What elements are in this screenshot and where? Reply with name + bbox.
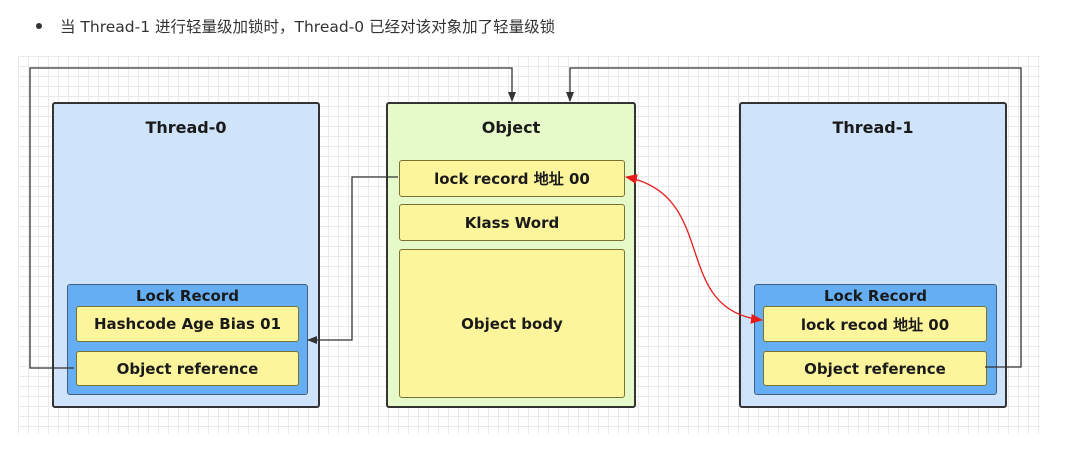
object-box: Object lock record 地址 00 Klass Word Obje… [386, 102, 636, 408]
mark-word-cell: lock record 地址 00 [399, 160, 625, 197]
thread-1-lock-record-title: Lock Record [823, 287, 927, 305]
thread-1-lock-record: Lock Record lock recod 地址 00 Object refe… [754, 284, 997, 395]
thread-1-object-reference-field: Object reference [763, 351, 987, 386]
thread-1-title: Thread-1 [832, 118, 914, 137]
klass-word-cell: Klass Word [399, 204, 625, 241]
cas-arrow [625, 174, 763, 324]
thread-0-lock-record-title: Lock Record [135, 287, 239, 305]
caption: 当 Thread-1 进行轻量级加锁时，Thread-0 已经对该对象加了轻量级… [36, 12, 555, 40]
object-body-cell: Object body [399, 249, 625, 398]
thread-0-title: Thread-0 [145, 118, 227, 137]
thread-0-hashcode-field: Hashcode Age Bias 01 [76, 306, 299, 342]
bullet-icon [36, 23, 42, 29]
mark-word-to-lock-record-connector [307, 176, 398, 344]
thread-1-lock-record-address-field: lock recod 地址 00 [763, 306, 987, 342]
thread-0-reference-connector [29, 67, 516, 369]
thread-0-object-reference-field: Object reference [76, 351, 299, 386]
caption-text: 当 Thread-1 进行轻量级加锁时，Thread-0 已经对该对象加了轻量级… [60, 18, 556, 36]
object-title: Object [481, 118, 541, 137]
thread-0-lock-record: Lock Record Hashcode Age Bias 01 Object … [67, 284, 308, 395]
thread-1-reference-connector [566, 67, 1022, 368]
thread-0-box: Thread-0 Lock Record Hashcode Age Bias 0… [52, 102, 320, 408]
